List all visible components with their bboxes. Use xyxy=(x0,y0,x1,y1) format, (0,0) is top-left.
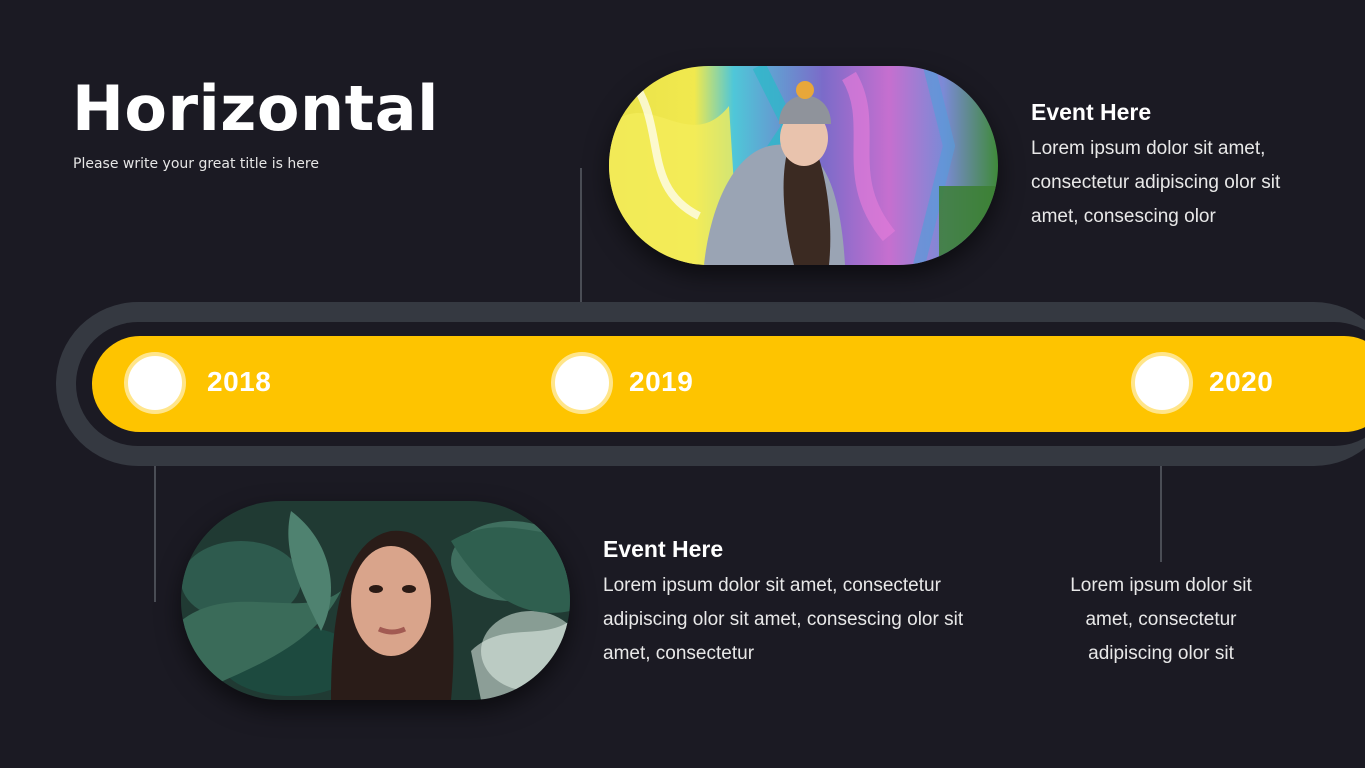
page-title: Horizontal xyxy=(72,72,439,145)
event-body-line: consectetur adipiscing olor sit xyxy=(1031,172,1281,193)
milestone-node-2019 xyxy=(551,352,613,414)
event-body-line: adipiscing olor sit amet, consescing olo… xyxy=(603,609,964,630)
page-subtitle: Please write your great title is here xyxy=(73,156,319,172)
connector-line-2020 xyxy=(1160,466,1162,562)
milestone-year-2018: 2018 xyxy=(207,366,272,397)
event-body-line: amet, consectetur xyxy=(603,643,755,664)
event-body-line: amet, consescing olor xyxy=(1031,206,1216,227)
connector-line-2018 xyxy=(154,466,156,602)
milestone-year-2019: 2019 xyxy=(629,366,694,397)
event-heading-2018: Event Here xyxy=(603,536,724,562)
event-photo-leaves xyxy=(181,501,570,700)
event-body-2018: Lorem ipsum dolor sit amet, consectetur … xyxy=(603,569,1003,671)
event-heading-2019: Event Here xyxy=(1031,99,1152,125)
milestone-year-2020: 2020 xyxy=(1209,366,1274,397)
connector-line-2019 xyxy=(580,168,582,302)
milestone-node-2018 xyxy=(124,352,186,414)
event-body-line: Lorem ipsum dolor sit amet, consectetur xyxy=(603,575,941,596)
milestone-node-2020 xyxy=(1131,352,1193,414)
event-body-line: Lorem ipsum dolor sit amet, xyxy=(1031,138,1266,159)
event-photo-graffiti xyxy=(609,66,998,265)
event-body-line: adipiscing olor sit xyxy=(1088,643,1234,664)
event-body-line: amet, consectetur xyxy=(1085,609,1237,630)
event-body-2020: Lorem ipsum dolor sit amet, consectetur … xyxy=(1040,569,1282,671)
event-body-line: Lorem ipsum dolor sit xyxy=(1070,575,1252,596)
event-body-2019: Lorem ipsum dolor sit amet, consectetur … xyxy=(1031,132,1351,234)
